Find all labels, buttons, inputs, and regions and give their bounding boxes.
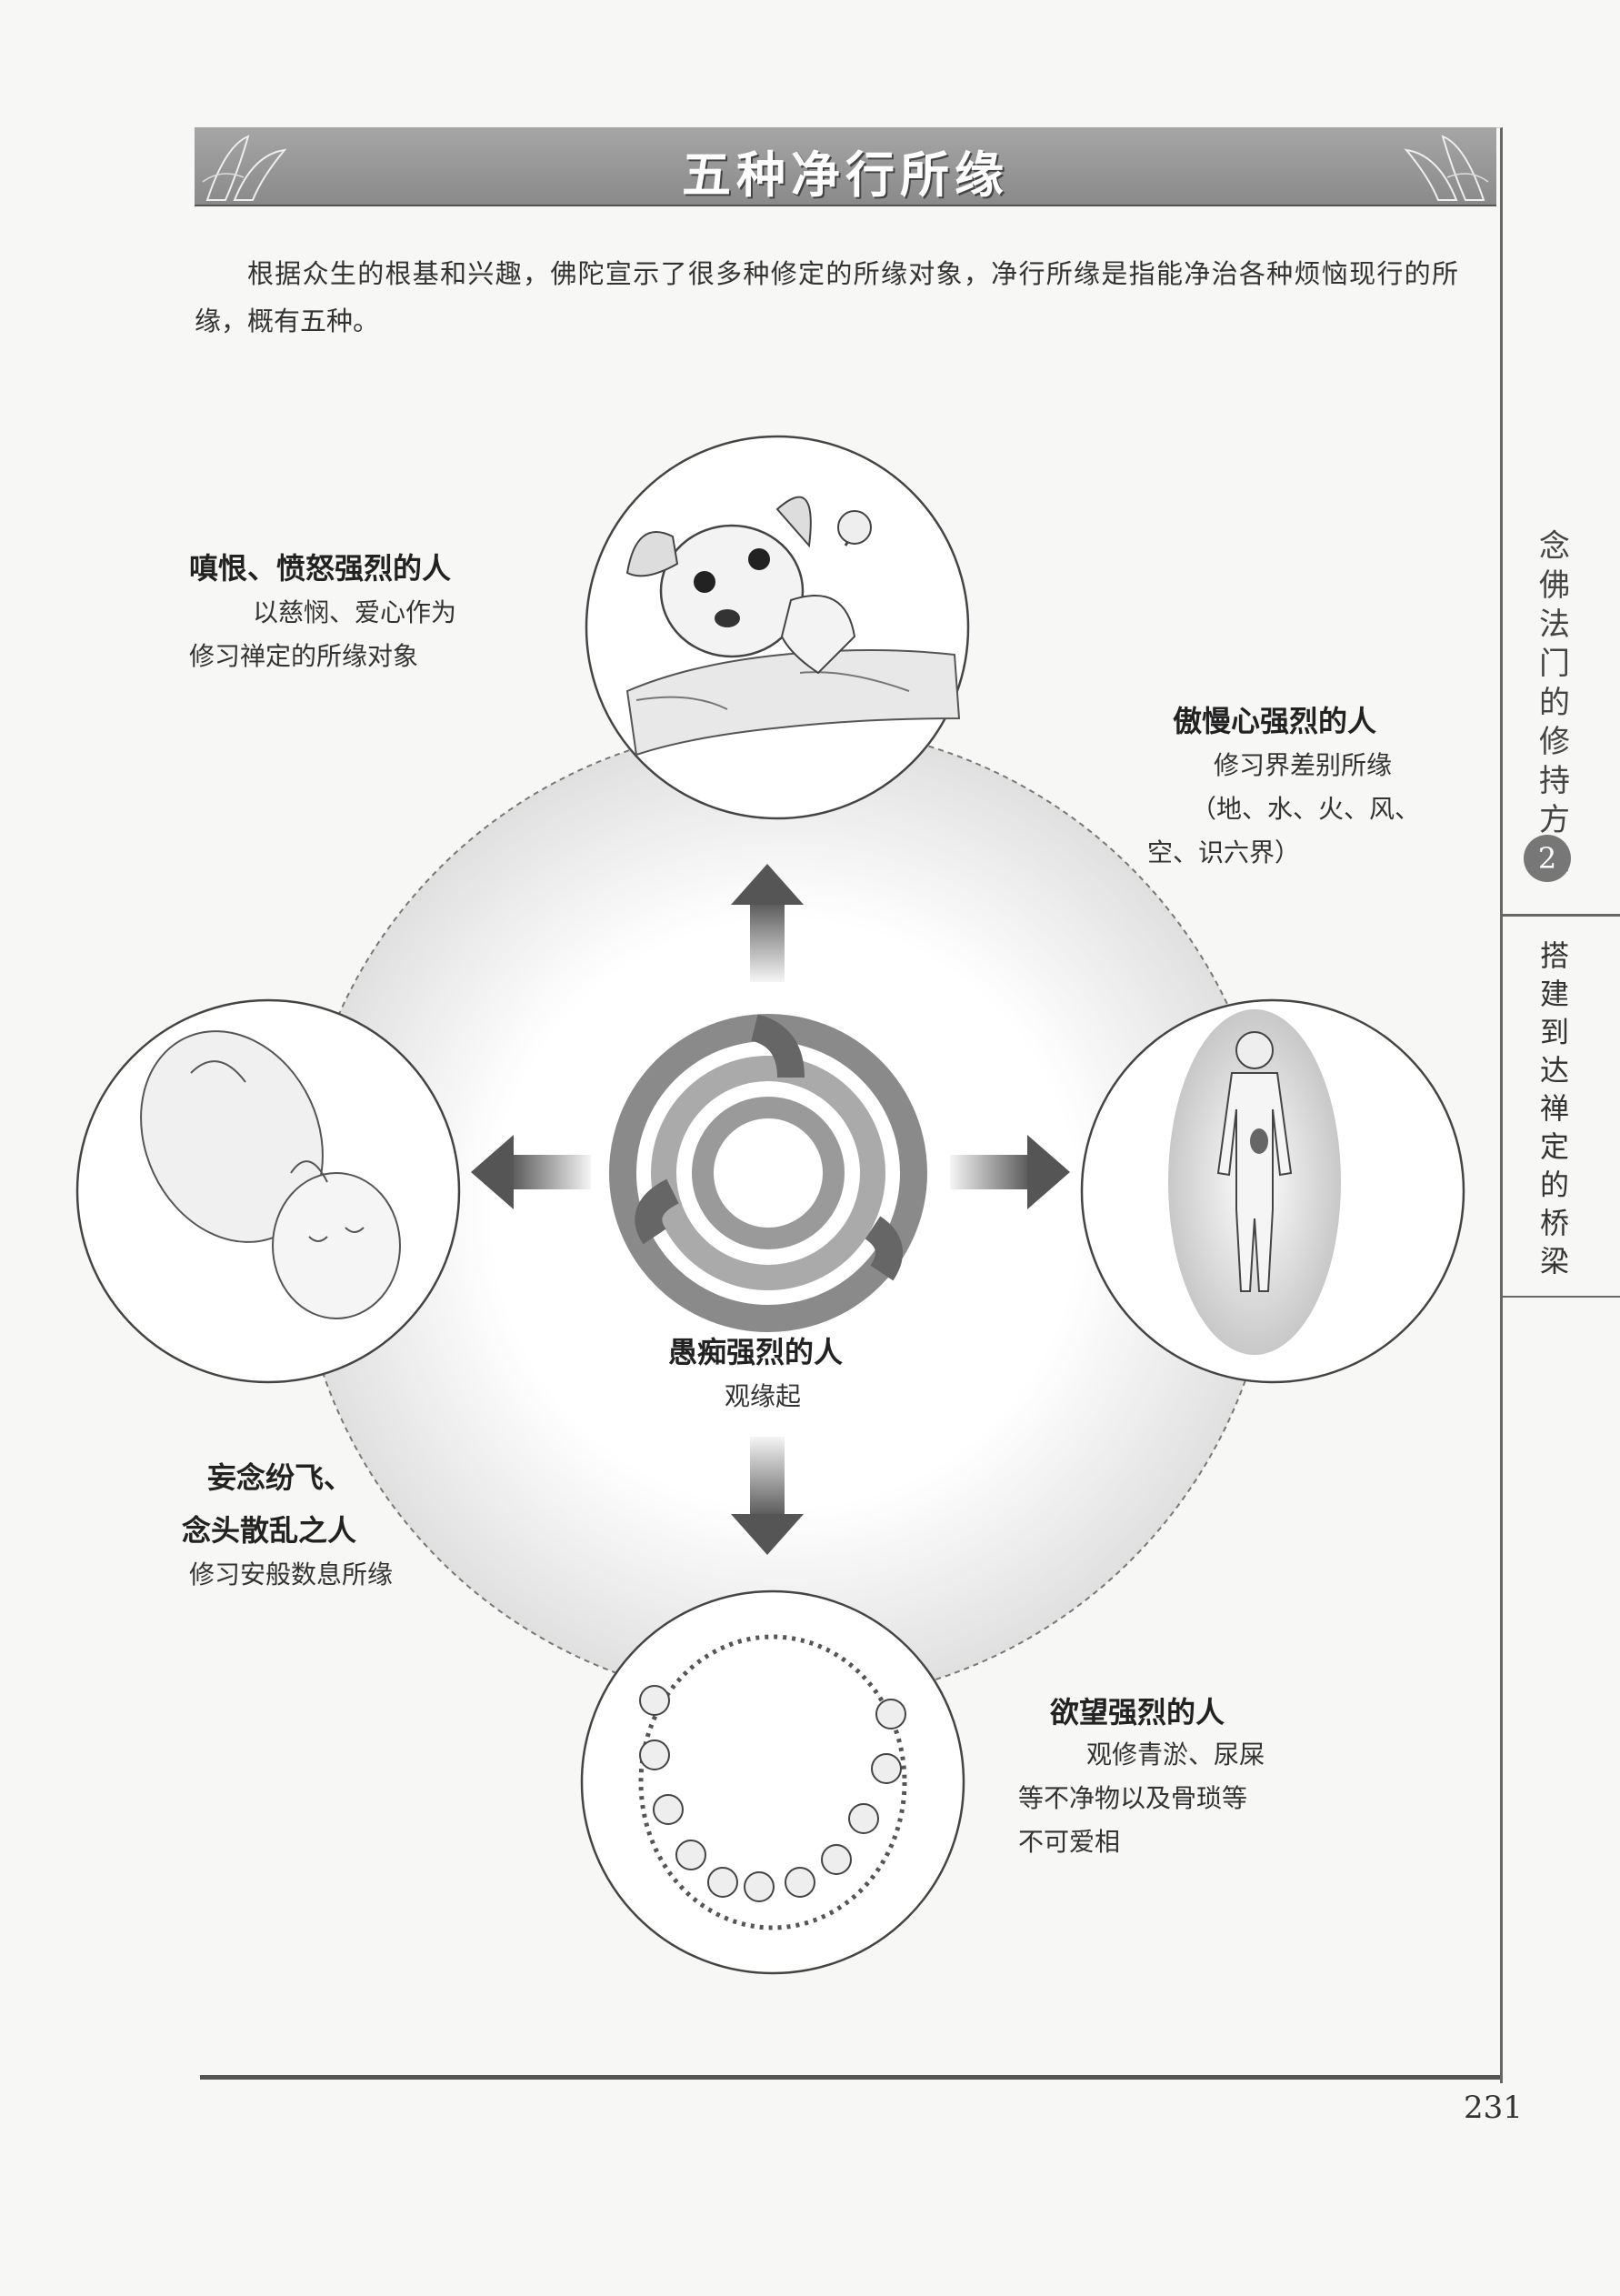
side-tab-number-badge: 2: [1524, 835, 1571, 882]
side-tab-divider-bottom: [1500, 1296, 1620, 1298]
page-title: 五种净行所缘: [682, 146, 1009, 204]
desire-heading: 欲望强烈的人: [1050, 1695, 1225, 1730]
anger-line-2: 修习禅定的所缘对象: [189, 641, 419, 671]
anger-heading: 嗔恨、愤怒强烈的人: [189, 551, 452, 586]
human-figure-illustration: [1080, 998, 1465, 1384]
desire-line-1: 观修青淤、尿屎: [1086, 1740, 1265, 1770]
desire-line-2: 等不净物以及骨琐等: [1018, 1783, 1248, 1813]
lotus-right-icon: [1404, 135, 1489, 201]
pride-heading: 傲慢心强烈的人: [1173, 704, 1377, 738]
side-tab-divider-top: [1500, 914, 1620, 917]
delusion-line-1: 观缘起: [725, 1381, 802, 1411]
side-tab-section-title: 搭建到达禅定的桥梁: [1539, 938, 1569, 1278]
pride-line-1: 修习界差别所缘: [1214, 750, 1393, 780]
dependent-origination-ring-icon: [609, 1014, 927, 1332]
distraction-line-1: 修习安般数息所缘: [189, 1559, 394, 1589]
baby-illustration: [75, 998, 461, 1384]
intro-paragraph: 根据众生的根基和兴趣，佛陀宣示了很多种修定的所缘对象，净行所缘是指能净治各种烦恼…: [195, 258, 1458, 336]
lotus-left-icon: [202, 135, 287, 201]
title-banner: 五种净行所缘: [195, 127, 1496, 206]
delusion-heading: 愚痴强烈的人: [668, 1335, 844, 1369]
arrow-right-icon: [950, 1135, 1070, 1209]
desire-line-3: 不可爱相: [1018, 1827, 1121, 1857]
anger-line-1: 以慈悯、爱心作为: [253, 597, 457, 627]
side-tab-chapter-title: 念佛法门的修持方法: [1539, 528, 1570, 877]
pride-line-3: 空、识六界）: [1147, 837, 1301, 867]
page-number: 231: [1464, 2090, 1523, 2126]
skull-necklace-illustration: [580, 1589, 965, 1975]
distraction-heading-2: 念头散乱之人: [182, 1513, 357, 1548]
distraction-heading-1: 妄念纷飞、: [207, 1460, 354, 1495]
arrow-down-icon: [731, 1437, 804, 1555]
footer-rule: [200, 2075, 1500, 2080]
dog-illustration: [585, 435, 970, 820]
arrow-up-icon: [731, 864, 804, 982]
pride-line-2: （地、水、火、风、: [1191, 794, 1421, 824]
arrow-left-icon: [471, 1135, 591, 1209]
